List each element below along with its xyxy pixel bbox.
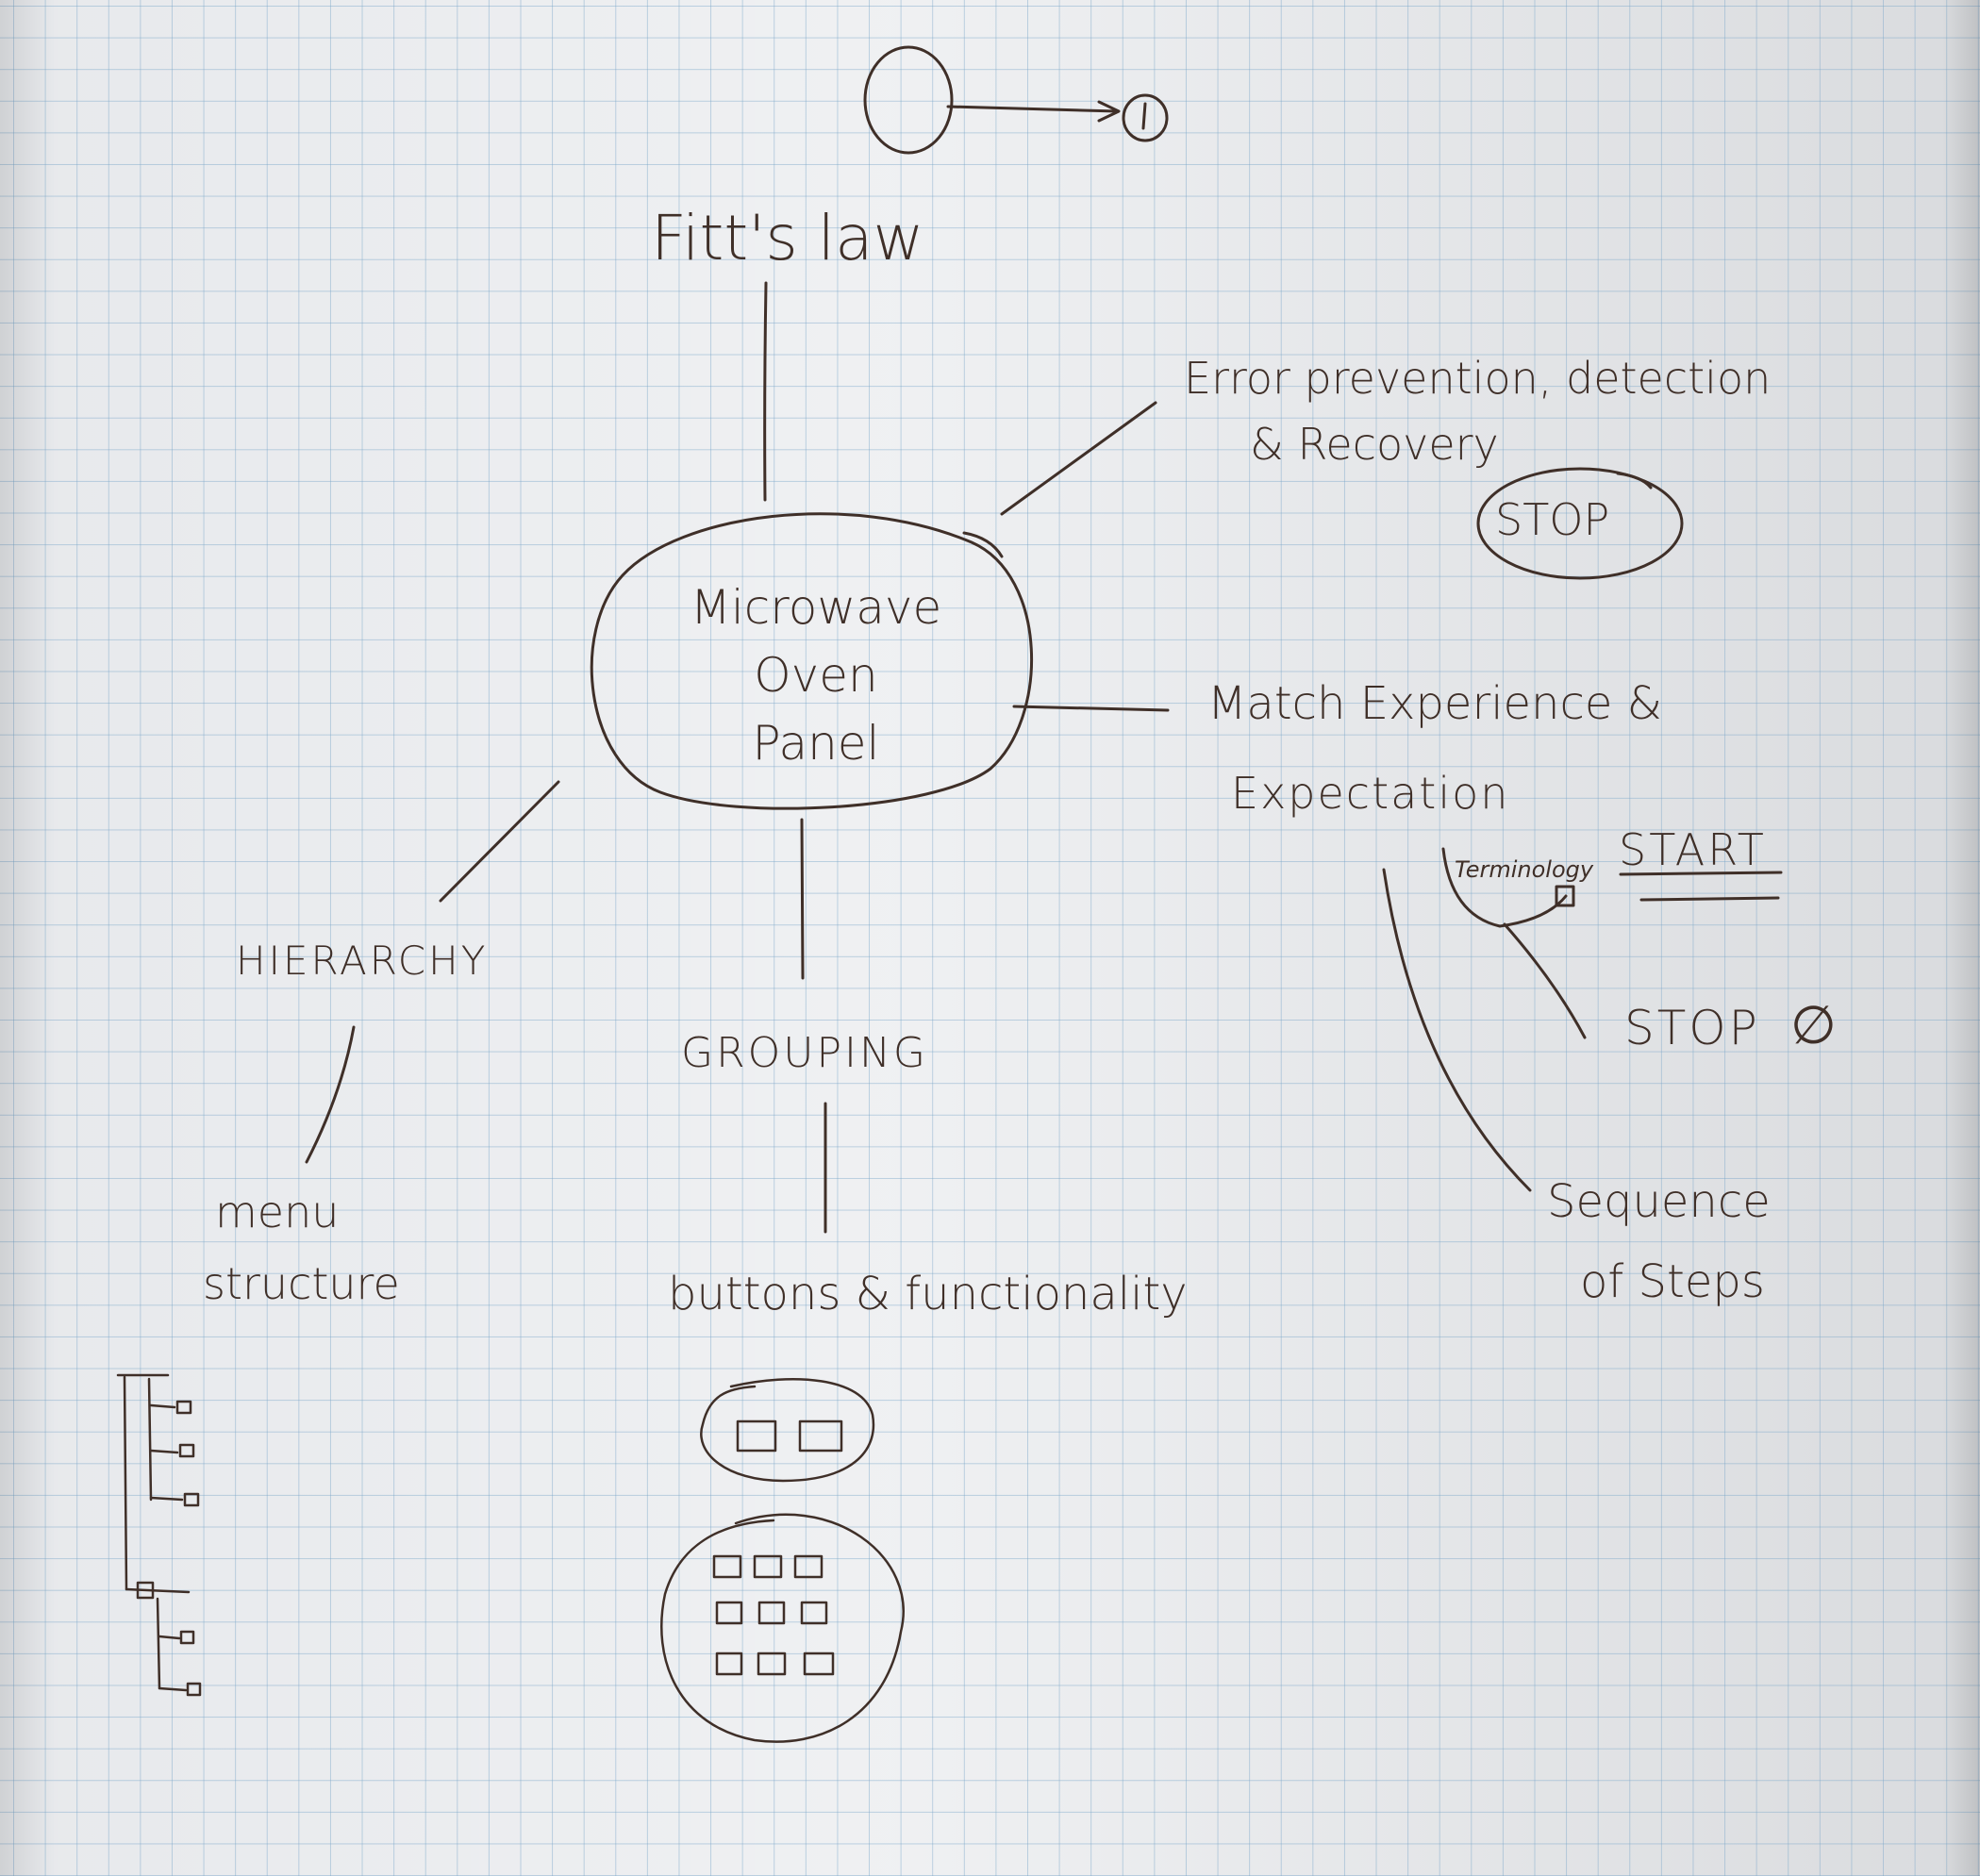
stop-label: STOP	[1624, 1001, 1760, 1055]
center-line-1: Microwave	[690, 580, 942, 635]
match-experience-label: Match Experience &	[1207, 677, 1663, 730]
connector-sequence	[1382, 868, 1532, 1192]
button-groups-icon	[660, 1378, 905, 1743]
expectation-label: Expectation	[1231, 768, 1510, 819]
connector-grouping	[800, 818, 805, 980]
connector-match	[1012, 705, 1170, 712]
error-prevention-label: Error prevention, detection	[1184, 353, 1772, 404]
terminology-bracket	[1441, 847, 1568, 928]
hierarchy-label: HIERARCHY	[236, 938, 489, 984]
menu-label: menu	[215, 1187, 340, 1237]
connector-hierarchy-menu	[305, 1025, 356, 1164]
error-recovery-label: & Recovery	[1250, 419, 1499, 470]
start-label: START	[1619, 824, 1767, 875]
stop-symbol: ∅	[1790, 995, 1837, 1056]
stop-oval	[1476, 467, 1684, 580]
page-edge-shadow	[1942, 0, 1980, 1876]
grouping-label: GROUPING	[681, 1029, 929, 1077]
center-line-3: Panel	[752, 716, 880, 771]
center-node: Microwave Oven Panel	[651, 573, 981, 777]
page-binding-shadow	[0, 0, 55, 1876]
stop-button-label: STOP	[1495, 494, 1610, 545]
of-steps-label: of Steps	[1580, 1255, 1765, 1308]
connector-error	[1000, 401, 1157, 516]
center-node-outline	[590, 512, 1034, 810]
fitts-law-label: Fitt's law	[651, 202, 924, 274]
connector-hierarchy	[439, 780, 560, 903]
terminology-label: Terminology	[1455, 856, 1594, 883]
structure-label: structure	[203, 1258, 400, 1309]
connector-fitts	[763, 281, 768, 502]
fitts-law-icon	[863, 45, 1169, 155]
buttons-functionality-label: buttons & functionality	[668, 1268, 1188, 1320]
menu-tree-icon	[116, 1373, 202, 1697]
sequence-label: Sequence	[1547, 1175, 1771, 1228]
center-line-2: Oven	[754, 648, 878, 703]
